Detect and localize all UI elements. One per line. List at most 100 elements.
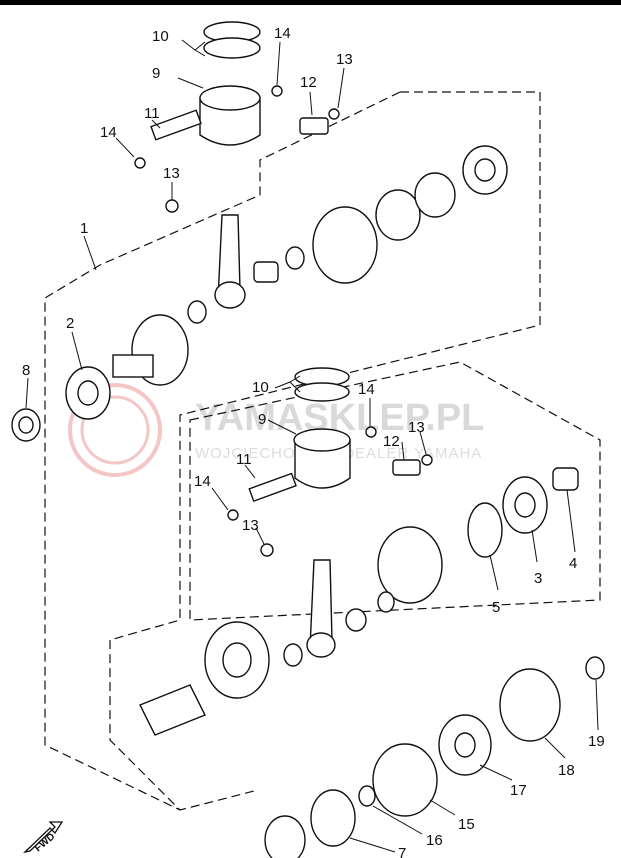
circlip-large-lower [467, 502, 503, 558]
leader-18 [544, 737, 566, 759]
callout-16: 16 [426, 832, 443, 849]
washer-lower-mid [377, 591, 395, 613]
piston-lower [294, 439, 351, 489]
watermark-logo-inner [80, 395, 150, 465]
leader-9b [267, 419, 297, 435]
callout-labels: 10 14 9 12 13 11 14 13 1 2 8 10 14 9 12 … [22, 25, 605, 858]
leader-14d [211, 487, 229, 511]
upper-piston-group [134, 21, 340, 309]
bearing-left-bore [77, 380, 99, 406]
washer-lower-left [260, 543, 274, 557]
crank-web-right-upper [312, 206, 378, 284]
top-border [0, 0, 621, 5]
leader-13d [255, 527, 265, 545]
callout-12-upper: 12 [300, 74, 317, 91]
callout-4: 4 [569, 555, 577, 572]
bearing-upper-3-bore [474, 158, 496, 182]
disc-7 [310, 789, 356, 847]
spacer-ring-upper [187, 300, 207, 324]
piston-lower-crown [293, 428, 351, 452]
callout-10-upper: 10 [152, 28, 169, 45]
leader-12a [309, 91, 313, 116]
leader-5 [489, 554, 499, 591]
dowel-pin-lower [139, 684, 206, 736]
callout-15: 15 [458, 816, 475, 833]
crank-shaft-stub [112, 354, 154, 378]
bearing-upper-2 [414, 172, 456, 218]
bottom-shaft-parts [264, 656, 605, 858]
callout-10-lower: 10 [252, 379, 269, 396]
callout-13-lower-left: 13 [242, 517, 259, 534]
circlip-upper-left [134, 157, 146, 169]
callout-7: 7 [398, 845, 406, 858]
leader-3 [531, 529, 538, 563]
piston-upper-crown [199, 85, 261, 111]
callout-9-upper: 9 [152, 65, 160, 82]
spacer-ring-lower [283, 643, 303, 667]
leader-8 [25, 377, 29, 409]
lower-piston-group [227, 367, 433, 658]
piston-pin-upper [150, 109, 202, 141]
callout-14-upper-right: 14 [274, 25, 291, 42]
washer-upper-right [328, 108, 340, 120]
leader-10a [181, 39, 206, 57]
leader-11a [151, 119, 161, 129]
connecting-rod-lower-big-end [306, 632, 336, 658]
lower-crank-parts [139, 467, 579, 736]
leader-10b [274, 375, 301, 393]
upper-crank-parts [11, 145, 508, 442]
leader-19 [595, 679, 599, 731]
callout-19: 19 [588, 733, 605, 750]
needle-bearing-lower [392, 459, 421, 476]
leader-13a [337, 67, 345, 109]
callout-1: 1 [80, 220, 88, 237]
bearing-lower-large-bore [222, 642, 252, 678]
leader-7 [349, 837, 396, 853]
needle-bearing-upper [299, 117, 329, 135]
leader-2 [71, 331, 83, 371]
callout-17: 17 [510, 782, 527, 799]
piston-upper [199, 97, 261, 146]
leader-13c [419, 431, 427, 455]
callout-13-lower-right: 13 [408, 419, 425, 436]
callout-11-lower: 11 [236, 451, 252, 468]
piston-ring-upper-2 [203, 37, 261, 59]
leader-15 [429, 799, 456, 816]
callout-11-upper: 11 [144, 105, 160, 122]
crankshaft-assembly-outline-left [44, 91, 401, 811]
leader-lines [25, 39, 599, 853]
callout-5: 5 [492, 599, 500, 616]
leader-17 [479, 764, 513, 781]
bearing-upper-1 [375, 189, 421, 241]
callout-14-upper-left: 14 [100, 124, 117, 141]
watermark-logo-ring [68, 383, 162, 477]
circlip-upper-right [271, 85, 283, 97]
leader-9a [177, 77, 204, 89]
collar-lower-4 [552, 467, 579, 491]
callout-2: 2 [66, 315, 74, 332]
washer-lower-right [421, 454, 433, 466]
callout-13-upper-left: 13 [163, 165, 180, 182]
ring-19 [585, 656, 605, 680]
fwd-arrow-icon [22, 821, 64, 854]
crankshaft-assembly-outline-inner [189, 361, 601, 621]
callout-18: 18 [558, 762, 575, 779]
connecting-rod-upper-big-end [214, 281, 246, 309]
leader-16 [372, 805, 423, 835]
piston-pin-lower [248, 472, 297, 502]
housing-15 [372, 743, 438, 817]
rotor-18 [499, 668, 561, 742]
piston-ring-lower-2 [294, 382, 350, 402]
leader-14b [115, 137, 135, 158]
fwd-label: FWD [33, 831, 58, 854]
leader-4 [566, 489, 576, 553]
rotor-17-bore [454, 732, 476, 758]
callout-8: 8 [22, 362, 30, 379]
leader-11b [244, 464, 256, 479]
leader-12b [401, 441, 405, 461]
bearing-lower-3-bore [514, 492, 536, 518]
callout-3: 3 [534, 570, 542, 587]
bushing-upper [253, 261, 279, 283]
callout-14-lower-right: 14 [358, 381, 375, 398]
